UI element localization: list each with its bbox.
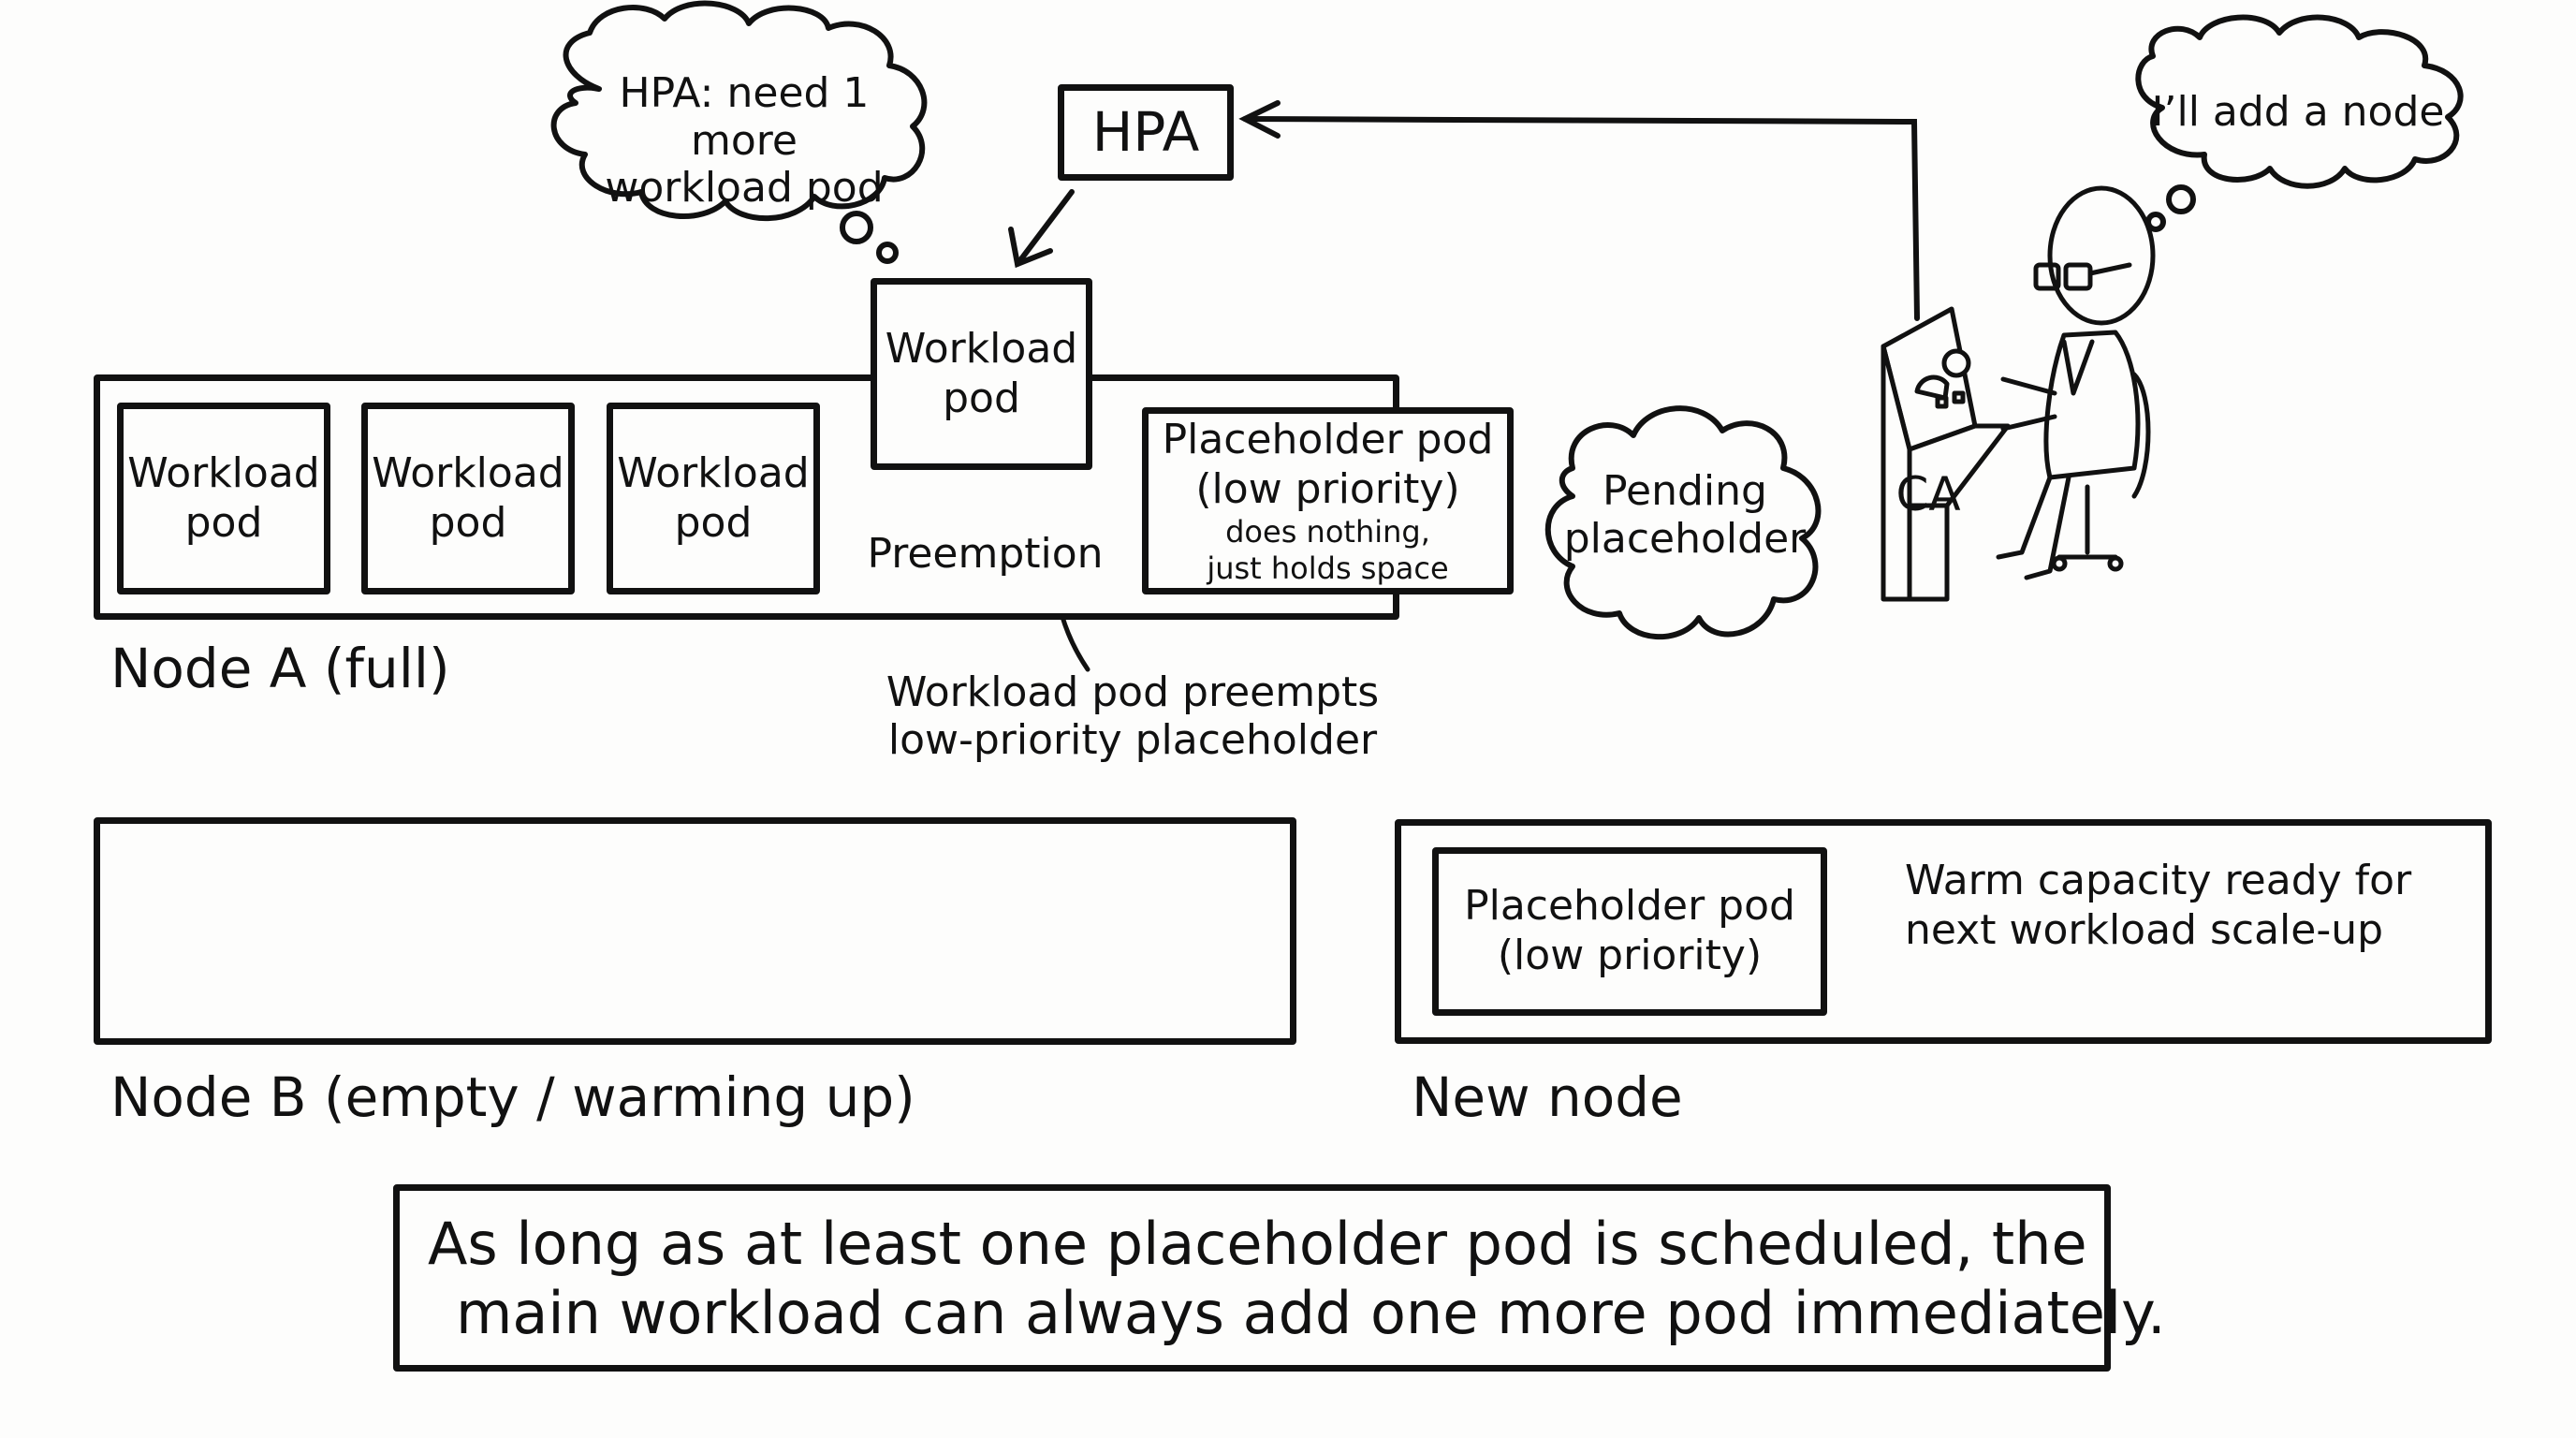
pod-line1: Workload	[372, 448, 564, 497]
placeholder-line1: Placeholder pod	[1464, 882, 1795, 931]
warm-capacity-annotation: Warm capacity ready for next workload sc…	[1905, 857, 2411, 956]
placeholder-line2: (low priority)	[1195, 464, 1460, 513]
node-b[interactable]	[94, 817, 1296, 1045]
pending-line2: placeholder	[1563, 514, 1807, 563]
warm-line2: next workload scale-up	[1905, 905, 2384, 954]
hpa-thought-line2: workload pod	[605, 164, 884, 213]
annotation-line1: Workload pod preempts	[886, 668, 1380, 716]
pending-line1: Pending	[1603, 467, 1767, 515]
caption-line2: main workload can always add one more po…	[456, 1279, 2166, 1348]
new-node-placeholder-pod[interactable]: Placeholder pod(low priority)	[1432, 847, 1827, 1016]
ca-thought-cloud-icon	[2135, 14, 2464, 232]
placeholder-note1: does nothing,	[1225, 514, 1430, 550]
ca-label: CA	[1895, 467, 1961, 521]
pod-line1: Workload	[617, 448, 810, 497]
caption-line1: As long as at least one placeholder pod …	[428, 1210, 2087, 1278]
hpa-thought-line1: HPA: need 1 more	[619, 69, 870, 165]
placeholder-pod[interactable]: Placeholder pod (low priority) does noth…	[1142, 407, 1514, 594]
hpa-box[interactable]: HPA	[1058, 84, 1234, 181]
placeholder-note2: just holds space	[1207, 550, 1449, 586]
pending-cloud-icon	[1544, 405, 1822, 639]
pod-line2: pod	[429, 498, 507, 547]
node-b-label: Node B (empty / warming up)	[110, 1065, 915, 1129]
warm-line1: Warm capacity ready for	[1905, 857, 2412, 904]
node-a-label: Node A (full)	[110, 637, 450, 700]
annotation-line2: low-priority placeholder	[887, 715, 1378, 764]
ca-thought-text: I’ll add a node	[2151, 88, 2445, 136]
preemption-label: Preemption	[867, 530, 1104, 578]
pod-line1: Workload	[127, 448, 320, 497]
hpa-thought-text: HPA: need 1 more workload pod	[571, 69, 917, 213]
pending-placeholder-text: Pending placeholder	[1549, 467, 1821, 563]
ca-operator-icon	[1996, 185, 2156, 580]
pod-line2: pod	[184, 498, 263, 547]
pod-line1: Workload	[885, 324, 1078, 373]
placeholder-line2: (low priority)	[1497, 932, 1763, 979]
caption-box: As long as at least one placeholder pod …	[393, 1184, 2166, 1372]
hpa-to-pod-arrow-icon	[1008, 189, 1075, 269]
preempt-annotation: Workload pod preempts low-priority place…	[880, 668, 1385, 764]
hpa-thought-cloud-icon	[550, 0, 928, 264]
ca-console-icon	[1881, 306, 2011, 602]
pod-line2: pod	[943, 374, 1020, 422]
pod-line2: pod	[674, 498, 753, 547]
new-node-label: New node	[1412, 1065, 1683, 1129]
ca-to-hpa-arrow-icon	[1238, 100, 1920, 321]
placeholder-line1: Placeholder pod	[1162, 415, 1494, 463]
hpa-label: HPA	[1091, 99, 1200, 164]
